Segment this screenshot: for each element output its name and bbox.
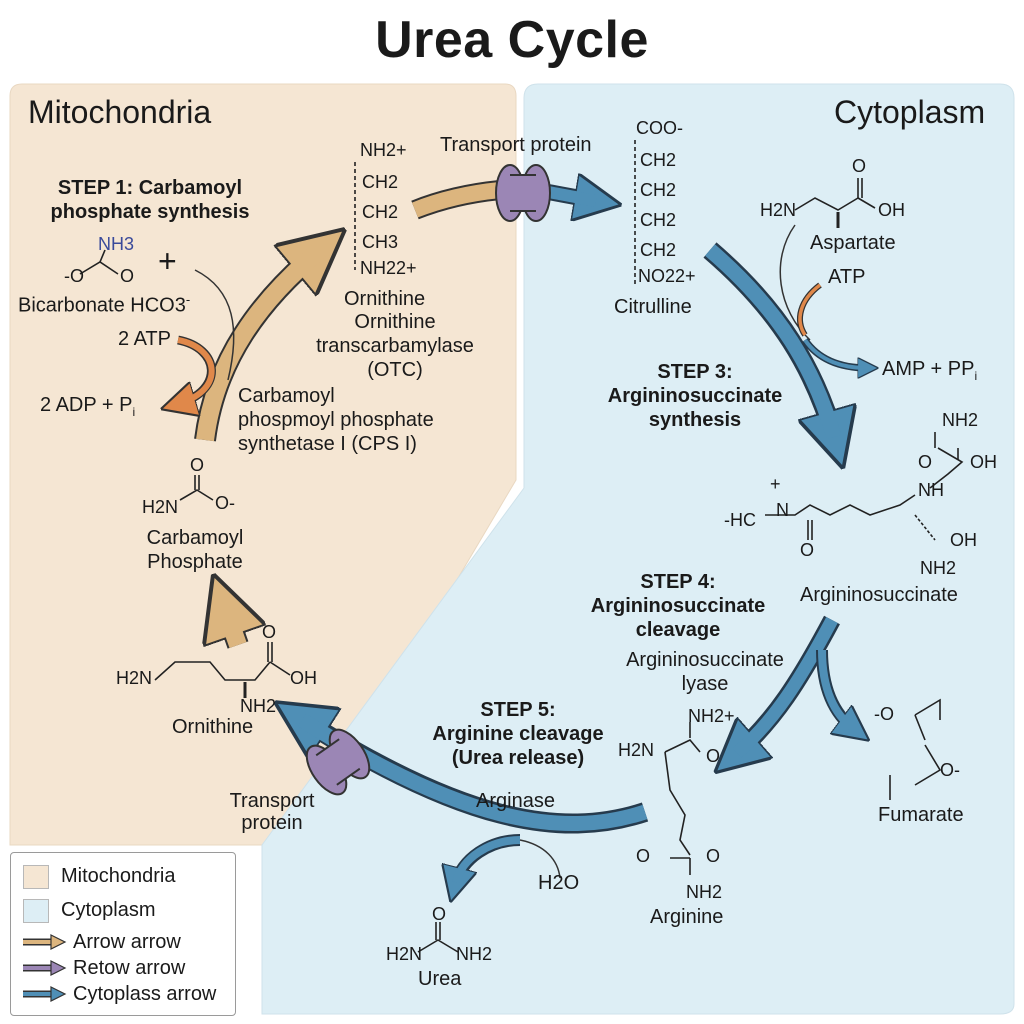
asp-oh: OH xyxy=(878,200,905,220)
arg-o1: O xyxy=(706,746,721,766)
bicarbonate-o: O xyxy=(120,266,135,286)
as-plus: + xyxy=(770,474,781,494)
step4-heading: STEP 4: Argininosuccinate cleavage xyxy=(590,571,766,641)
cit-ch2b: CH2 xyxy=(640,180,677,200)
cit-ch2d: CH2 xyxy=(640,240,677,260)
urea-h2n: H2N xyxy=(386,944,423,964)
orn-top-nh2plus: NH2+ xyxy=(360,140,407,160)
aspartate-label: Aspartate xyxy=(810,232,896,254)
citrulline-label: Citrulline xyxy=(614,296,692,318)
urea-o: O xyxy=(432,904,447,924)
legend-arrow-icons xyxy=(23,934,67,1002)
carbamoyl-phosphate-label: Carbamoyl Phosphate xyxy=(146,527,244,573)
transport-protein-bottom-label: Transport protein xyxy=(229,790,315,834)
legend-cytoplasm-swatch xyxy=(23,899,49,923)
step5-heading: STEP 5: Arginine cleavage (Urea release) xyxy=(432,699,604,769)
urea-nh2: NH2 xyxy=(456,944,493,964)
cit-coo: COO- xyxy=(636,118,683,138)
legend-item-retow: Retow arrow xyxy=(73,957,186,979)
page-title: Urea Cycle xyxy=(375,11,649,69)
as-n: N xyxy=(776,500,789,520)
orn-bot-h2n: H2N xyxy=(116,668,153,688)
arginine-label: Arginine xyxy=(650,906,724,928)
arg-nh2plus: NH2+ xyxy=(688,706,735,726)
cp-o-minus: O- xyxy=(215,493,235,513)
plus-sign: + xyxy=(158,243,177,279)
arg-o3: O xyxy=(706,846,721,866)
cit-ch2a: CH2 xyxy=(640,150,677,170)
bicarbonate-label: Bicarbonate HCO3- xyxy=(18,292,191,317)
step1-heading: STEP 1: Carbamoyl phosphate synthesis xyxy=(50,177,250,223)
adp-label: 2 ADP + Pi xyxy=(40,394,136,419)
mitochondria-label: Mitochondria xyxy=(28,94,212,130)
as-o: O xyxy=(918,452,933,472)
step3-atp: ATP xyxy=(828,266,866,288)
as-hc: -HC xyxy=(724,510,756,530)
as-o-bottom: O xyxy=(800,540,815,560)
as-oh1: OH xyxy=(970,452,997,472)
arg-h2n: H2N xyxy=(618,740,655,760)
orn-top-ch3: CH3 xyxy=(362,232,399,252)
cit-no2: NO22+ xyxy=(638,266,696,286)
orn-bot-oh: OH xyxy=(290,668,317,688)
cit-ch2c: CH2 xyxy=(640,210,677,230)
as-oh2: OH xyxy=(950,530,977,550)
ornithine-bottom-label: Ornithine xyxy=(172,716,254,738)
argininosuccinate-label: Argininosuccinate xyxy=(800,584,958,606)
as-nh2: NH2 xyxy=(942,410,979,430)
cps1-enzyme: Carbamoyl phospmoyl phosphate synthetase… xyxy=(238,385,434,455)
cytoplasm-label: Cytoplasm xyxy=(834,94,986,130)
step3-heading: STEP 3: Argininosuccinate synthesis xyxy=(607,361,783,431)
legend-item-cytoplass: Cytoplass arrow xyxy=(73,983,217,1005)
legend-purple-arrow-icon xyxy=(23,960,67,976)
urea-label: Urea xyxy=(418,968,462,990)
asp-h2n: H2N xyxy=(760,200,797,220)
cytoplasm-region xyxy=(261,83,1015,1015)
amp-label: AMP + PPi xyxy=(882,358,978,383)
legend: Mitochondria Cytoplasm Arrow arrow Retow… xyxy=(10,852,236,1016)
asp-o: O xyxy=(852,156,867,176)
legend-item-mitochondria: Mitochondria xyxy=(61,865,176,887)
structure-bonds xyxy=(79,140,964,953)
fum-o-minus2: O- xyxy=(940,760,960,780)
as-nh2b: NH2 xyxy=(920,558,957,578)
transporter-top-icon xyxy=(495,164,551,222)
atp-label: 2 ATP xyxy=(118,328,171,350)
legend-tan-arrow-icon xyxy=(23,934,67,950)
transport-protein-top-label: Transport protein xyxy=(440,134,592,156)
nh3-label: NH3 xyxy=(98,234,135,254)
arg-o2: O xyxy=(636,846,651,866)
arginase-label: Arginase xyxy=(476,790,555,812)
orn-top-ch2b: CH2 xyxy=(362,202,399,222)
as-nh: NH xyxy=(918,480,944,500)
orn-bot-nh2: NH2 xyxy=(240,696,277,716)
legend-item-arrow: Arrow arrow xyxy=(73,931,181,953)
water-label: H2O xyxy=(538,872,580,894)
orn-bot-o: O xyxy=(262,622,277,642)
legend-mitochondria-swatch xyxy=(23,865,49,889)
step4-enzyme: Argininosuccinate lyase xyxy=(626,649,784,695)
cp-h2n: H2N xyxy=(142,497,179,517)
arg-nh2: NH2 xyxy=(686,882,723,902)
fum-o-minus1: -O xyxy=(874,704,894,724)
otc-enzyme: Ornithine transcarbamylase (OTC) xyxy=(316,311,474,381)
cp-o-top: O xyxy=(190,455,205,475)
legend-blue-arrow-icon xyxy=(23,986,67,1002)
orn-top-nh2-2plus: NH22+ xyxy=(360,258,417,278)
legend-item-cytoplasm: Cytoplasm xyxy=(61,899,156,921)
bicarbonate-o-minus: -O xyxy=(64,266,84,286)
fumarate-label: Fumarate xyxy=(878,804,964,826)
ornithine-top-label: Ornithine xyxy=(344,288,426,310)
orn-top-ch2a: CH2 xyxy=(362,172,399,192)
transporter-bottom-icon xyxy=(305,728,371,796)
